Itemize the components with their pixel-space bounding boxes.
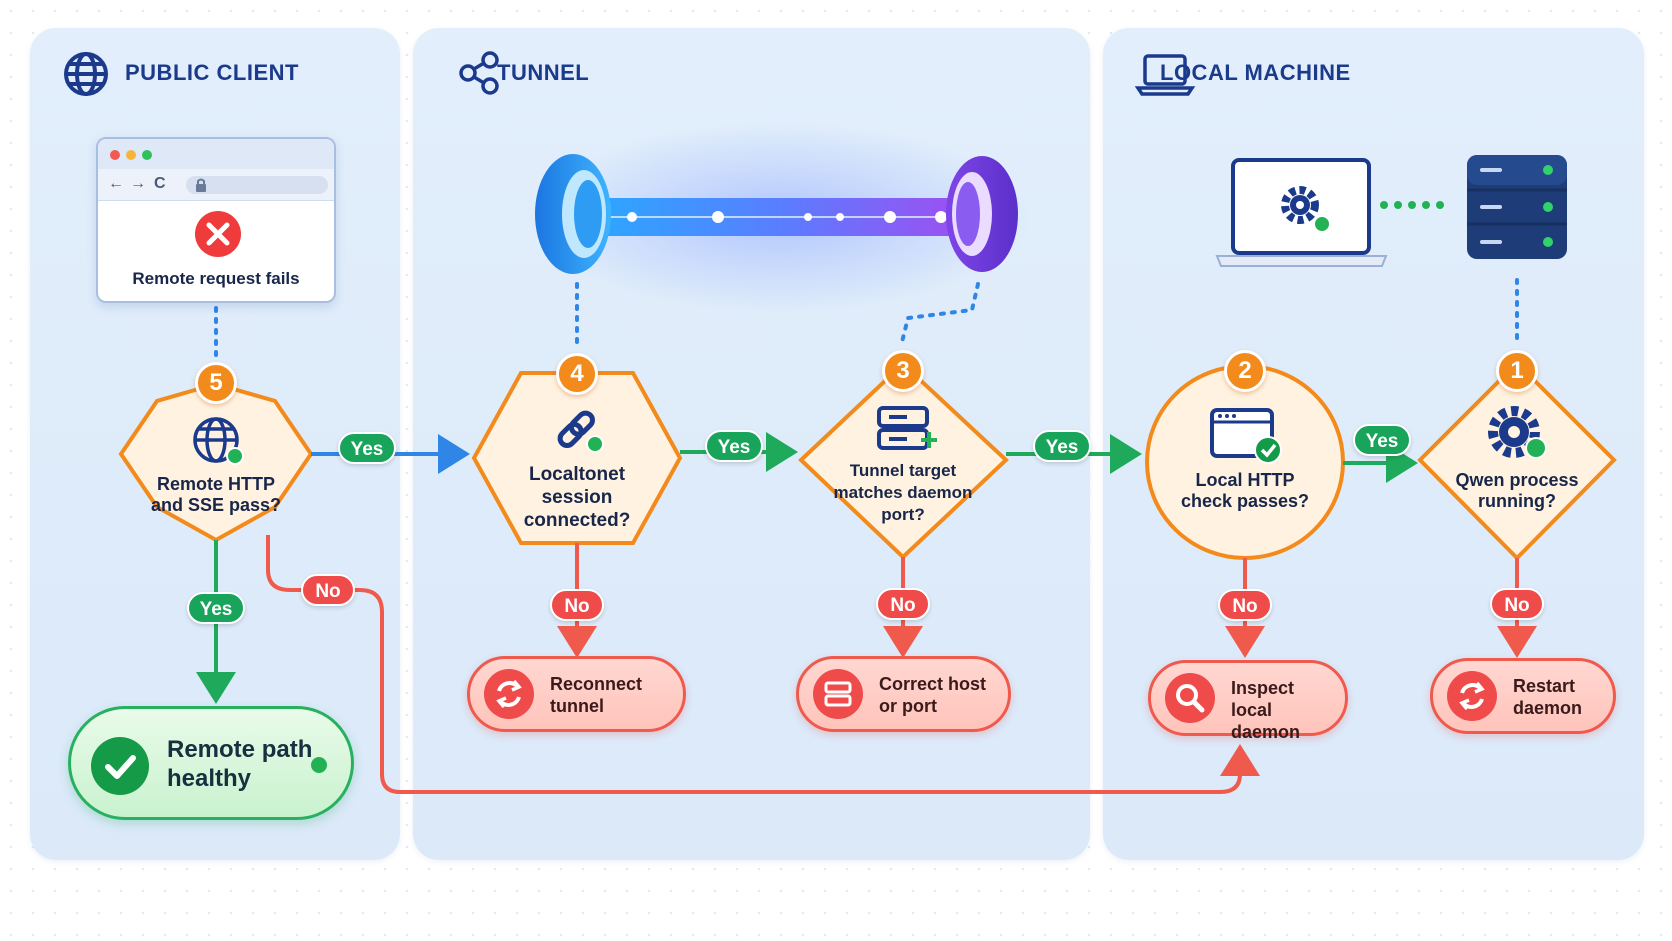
error-x-icon (195, 211, 241, 257)
action-reconnect-label: Reconnect tunnel (550, 673, 673, 717)
minimize-dot-icon (126, 150, 136, 160)
yes-pill-4-to-3: Yes (705, 430, 763, 462)
reload-icon[interactable]: C (154, 175, 166, 192)
browser-window: ← → C Remote request fails (96, 137, 336, 303)
url-bar[interactable] (186, 176, 328, 194)
share-icon (459, 51, 499, 95)
check-5-label: Remote HTTP and SSE pass? (136, 474, 296, 516)
step-badge-4: 4 (556, 353, 598, 395)
lock-icon (196, 178, 206, 192)
no-pill-4: No (550, 589, 604, 621)
tunnel-packet-dots (627, 211, 947, 223)
yes-pill-2-to-1: Yes (1353, 424, 1411, 456)
check-1-line-2: running? (1478, 491, 1556, 511)
action-correct-line-2: or port (879, 696, 937, 716)
check-1-line-1: Qwen process (1455, 470, 1579, 490)
refresh-icon (1447, 671, 1497, 721)
check-3-line-3: port? (881, 505, 925, 524)
refresh-icon (484, 669, 534, 719)
step-badge-2: 2 (1224, 350, 1266, 392)
check-4-line-1: Localtonet (528, 464, 626, 485)
action-reconnect-line-1: Reconnect (550, 674, 643, 694)
status-dot (311, 757, 327, 773)
check-icon (91, 737, 149, 795)
globe-plus-icon (193, 417, 244, 465)
action-restart-line-2: daemon (1513, 698, 1583, 718)
check-3-line-1: Tunnel target (849, 461, 957, 480)
browser-check-icon (1210, 408, 1282, 464)
server-icon (813, 669, 863, 719)
lane-title-tunnel: TUNNEL (497, 60, 590, 85)
connection-dots (1380, 201, 1444, 209)
no-pill-5: No (301, 574, 355, 606)
no-pill-3: No (876, 588, 930, 620)
browser-title-bar (98, 139, 334, 169)
check-4-shape (471, 371, 683, 545)
check-5-line-1: Remote HTTP (156, 474, 275, 494)
action-restart-label: Restart daemon (1513, 675, 1603, 719)
laptop-gear-icon (1215, 158, 1388, 267)
check-4-label: Localtonet session connected? (497, 463, 657, 532)
error-message: Remote request fails (132, 269, 300, 288)
server-rack-icon (1467, 155, 1567, 259)
maximize-dot-icon (142, 150, 152, 160)
check-3-label: Tunnel target matches daemon port? (823, 460, 983, 526)
step-badge-3: 3 (882, 350, 924, 392)
tunnel-left-ring (535, 154, 611, 274)
search-icon (1165, 673, 1215, 723)
action-reconnect-line-2: tunnel (550, 696, 604, 716)
check-2-line-2: check passes? (1180, 491, 1310, 511)
healthy-line-2: healthy (167, 765, 252, 792)
check-2-label: Local HTTP check passes? (1165, 470, 1325, 512)
action-correct-line-1: Correct host (879, 674, 987, 694)
action-inspect-line-1: Inspect local (1231, 678, 1295, 720)
check-2-line-1: Local HTTP (1195, 470, 1295, 490)
globe-icon (64, 52, 108, 96)
action-restart-daemon: Restart daemon (1430, 658, 1616, 734)
no-pill-1: No (1490, 588, 1544, 620)
dotted-connectors (214, 278, 1519, 358)
check-2-shape (1145, 364, 1345, 560)
no-pill-2: No (1218, 589, 1272, 621)
lane-title-client: PUBLIC CLIENT (125, 60, 299, 85)
close-dot-icon (110, 150, 120, 160)
check-1-shape (1417, 360, 1617, 561)
healthy-line-1: Remote path (167, 736, 313, 763)
gear-icon (1488, 406, 1547, 459)
action-restart-line-1: Restart (1513, 676, 1576, 696)
check-3-line-2: matches daemon (833, 483, 973, 502)
check-5-line-2: and SSE pass? (150, 495, 282, 515)
back-arrow-icon[interactable]: ← (108, 175, 124, 192)
action-inspect-line-2: daemon (1231, 722, 1301, 742)
forward-arrow-icon[interactable]: → (130, 175, 146, 192)
healthy-label: Remote path healthy (167, 735, 312, 793)
lane-title-local: LOCAL MACHINE (1160, 60, 1351, 85)
action-correct-host: Correct host or port (796, 656, 1011, 732)
step-badge-1: 1 (1496, 350, 1538, 392)
check-4-line-3: connected? (523, 510, 631, 531)
check-4-line-2: session (541, 487, 613, 508)
yes-pill-5-to-4: Yes (338, 432, 396, 464)
step-badge-5: 5 (195, 362, 237, 404)
tunnel-right-ring (946, 156, 1018, 272)
action-correct-label: Correct host or port (879, 673, 998, 717)
yes-pill-3-to-2: Yes (1033, 430, 1091, 462)
action-reconnect-tunnel: Reconnect tunnel (467, 656, 686, 732)
action-inspect-label: Inspect local daemon (1231, 677, 1335, 743)
check-1-label: Qwen process running? (1437, 470, 1597, 512)
link-icon (557, 410, 604, 453)
action-inspect-daemon: Inspect local daemon (1148, 660, 1348, 742)
yes-pill-5-down: Yes (187, 592, 245, 624)
edge-5-no (266, 535, 1260, 794)
browser-nav-row: ← → C (98, 169, 334, 201)
laptop-icon (1134, 54, 1196, 96)
server-plus-icon (877, 406, 937, 450)
remote-path-healthy: Remote path healthy (68, 706, 354, 820)
